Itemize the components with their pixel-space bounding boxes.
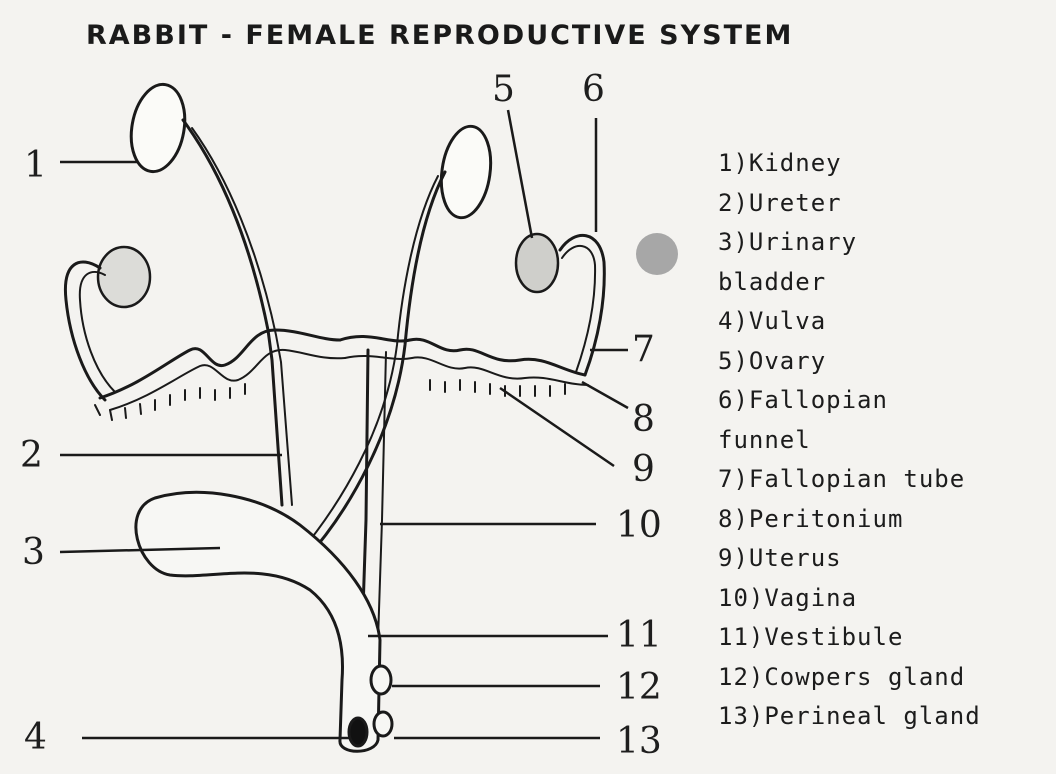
legend-item-cowpers-gland: 12)Cowpers gland bbox=[718, 658, 1048, 698]
legend-item-ureter: 2)Ureter bbox=[718, 184, 1048, 224]
peritoneum-left bbox=[95, 384, 245, 420]
callout-8: 8 bbox=[632, 402, 655, 438]
leader-5 bbox=[508, 110, 532, 238]
legend-item-vulva: 4)Vulva bbox=[718, 302, 1048, 342]
callout-4: 4 bbox=[24, 720, 47, 756]
legend-item-vagina: 10)Vagina bbox=[718, 579, 1048, 619]
legend-item-uterus: 9)Uterus bbox=[718, 539, 1048, 579]
callout-9: 9 bbox=[632, 452, 655, 488]
legend-item-vestibule: 11)Vestibule bbox=[718, 618, 1048, 658]
callout-12: 12 bbox=[616, 670, 662, 706]
right-ureter bbox=[305, 172, 445, 560]
left-ureter bbox=[183, 120, 282, 505]
callout-6: 6 bbox=[582, 72, 605, 108]
leader-9 bbox=[500, 388, 614, 466]
legend-item-perineal-gland: 13)Perineal gland bbox=[718, 697, 1048, 737]
cowpers-gland bbox=[371, 666, 391, 694]
callout-7: 7 bbox=[632, 332, 655, 368]
legend-item-bladder: bladder bbox=[718, 263, 1048, 303]
perineal-gland bbox=[374, 712, 392, 736]
peritoneum-right bbox=[430, 380, 565, 396]
callout-2: 2 bbox=[20, 438, 43, 474]
callout-1: 1 bbox=[24, 148, 47, 184]
legend-item-ovary: 5)Ovary bbox=[718, 342, 1048, 382]
legend-item-funnel: funnel bbox=[718, 421, 1048, 461]
callout-5: 5 bbox=[492, 72, 515, 108]
legend-item-kidney: 1)Kidney bbox=[718, 144, 1048, 184]
gray-spot bbox=[636, 233, 678, 275]
legend-item-peritonium: 8)Peritonium bbox=[718, 500, 1048, 540]
right-ovary bbox=[516, 234, 558, 292]
callout-3: 3 bbox=[22, 535, 45, 571]
vulva bbox=[349, 718, 367, 746]
callout-11: 11 bbox=[616, 618, 662, 654]
callout-10: 10 bbox=[616, 508, 662, 544]
legend-item-fallopian-tube: 7)Fallopian tube bbox=[718, 460, 1048, 500]
left-ovary bbox=[98, 247, 150, 307]
callout-13: 13 bbox=[616, 724, 662, 760]
legend-item-fallopian: 6)Fallopian bbox=[718, 381, 1048, 421]
urinary-bladder bbox=[136, 492, 380, 751]
legend: 1)Kidney 2)Ureter 3)Urinary bladder 4)Vu… bbox=[718, 144, 1048, 737]
leader-8 bbox=[582, 382, 628, 408]
legend-item-urinary: 3)Urinary bbox=[718, 223, 1048, 263]
left-uterine-horn bbox=[100, 330, 340, 398]
